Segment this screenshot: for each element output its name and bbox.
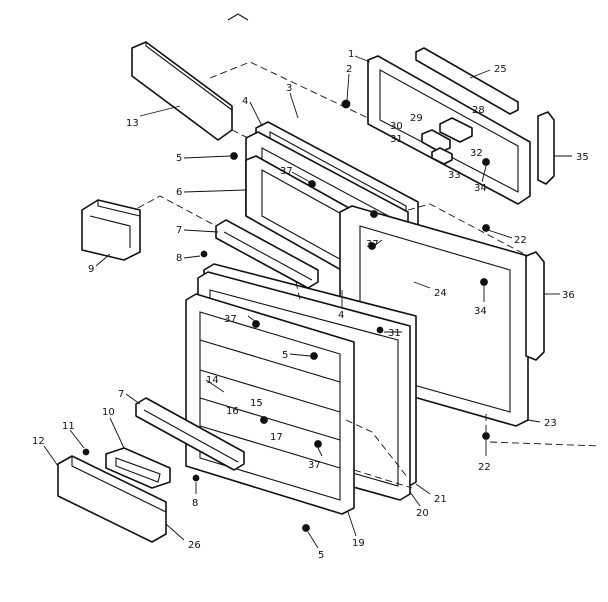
- callout-35: 35: [576, 152, 589, 163]
- callout-26: 26: [188, 540, 201, 551]
- callout-37-b: 37: [366, 239, 379, 250]
- callout-31-mid: 31: [388, 328, 401, 339]
- callout-37-c: 37: [224, 314, 237, 325]
- callout-30: 30: [390, 121, 403, 132]
- part-side-bracket: [537, 111, 555, 185]
- callout-5-bottom: 5: [318, 550, 324, 561]
- callout-31-top: 31: [390, 134, 403, 145]
- callout-7-upper: 7: [176, 225, 182, 236]
- callout-10: 10: [102, 407, 115, 418]
- callout-4-mid: 4: [338, 310, 344, 321]
- callout-13: 13: [126, 118, 139, 129]
- callout-34-top: 34: [474, 183, 487, 194]
- part-top-handle: [415, 47, 519, 115]
- part-butter-compartment: [57, 455, 167, 543]
- callout-6: 6: [176, 187, 182, 198]
- part-side-handle: [525, 251, 545, 361]
- callout-19: 19: [352, 538, 365, 549]
- callout-5-top: 5: [176, 153, 182, 164]
- callout-34-mid: 34: [474, 306, 487, 317]
- part-freezer-door-panel: [131, 41, 233, 141]
- callout-7-lower: 7: [118, 389, 124, 400]
- callout-15: 15: [250, 398, 263, 409]
- fasteners: [82, 99, 490, 532]
- assembly-dash-lines: [137, 61, 601, 489]
- callout-3: 3: [286, 83, 292, 94]
- callout-12: 12: [32, 436, 45, 447]
- callout-22-top: 22: [514, 235, 527, 246]
- callout-14: 14: [206, 375, 219, 386]
- part-lower-shelf-rail: [135, 397, 245, 471]
- callout-23: 23: [544, 418, 557, 429]
- callout-36: 36: [562, 290, 575, 301]
- callout-25: 25: [494, 64, 507, 75]
- callout-28: 28: [472, 105, 485, 116]
- callout-8-upper: 8: [176, 253, 182, 264]
- callout-8-lower: 8: [192, 498, 198, 509]
- caret-mark: [227, 13, 249, 21]
- callout-37-d: 37: [308, 460, 321, 471]
- leader-lines: [43, 55, 572, 549]
- callout-1: 1: [348, 49, 354, 60]
- callout-33: 33: [448, 170, 461, 181]
- callout-9: 9: [88, 264, 94, 275]
- part-hinge-fittings: [421, 117, 473, 165]
- callout-5-mid: 5: [282, 350, 288, 361]
- callout-22-bottom: 22: [478, 462, 491, 473]
- callout-37-a: 37: [280, 166, 293, 177]
- callout-4-top: 4: [242, 96, 248, 107]
- part-ice-bucket: [81, 199, 141, 261]
- callout-29: 29: [410, 113, 423, 124]
- callout-16: 16: [226, 406, 239, 417]
- callout-32: 32: [470, 148, 483, 159]
- callout-labels: 1 2 3 4 4 5 5 5 6 7 7 8 8 9 10 11 12 13 …: [32, 49, 589, 561]
- callout-24: 24: [434, 288, 447, 299]
- part-upper-shelf-rail: [215, 219, 319, 289]
- callout-11: 11: [62, 421, 75, 432]
- callout-2: 2: [346, 64, 352, 75]
- callout-17: 17: [270, 432, 283, 443]
- callout-20: 20: [416, 508, 429, 519]
- callout-21: 21: [434, 494, 447, 505]
